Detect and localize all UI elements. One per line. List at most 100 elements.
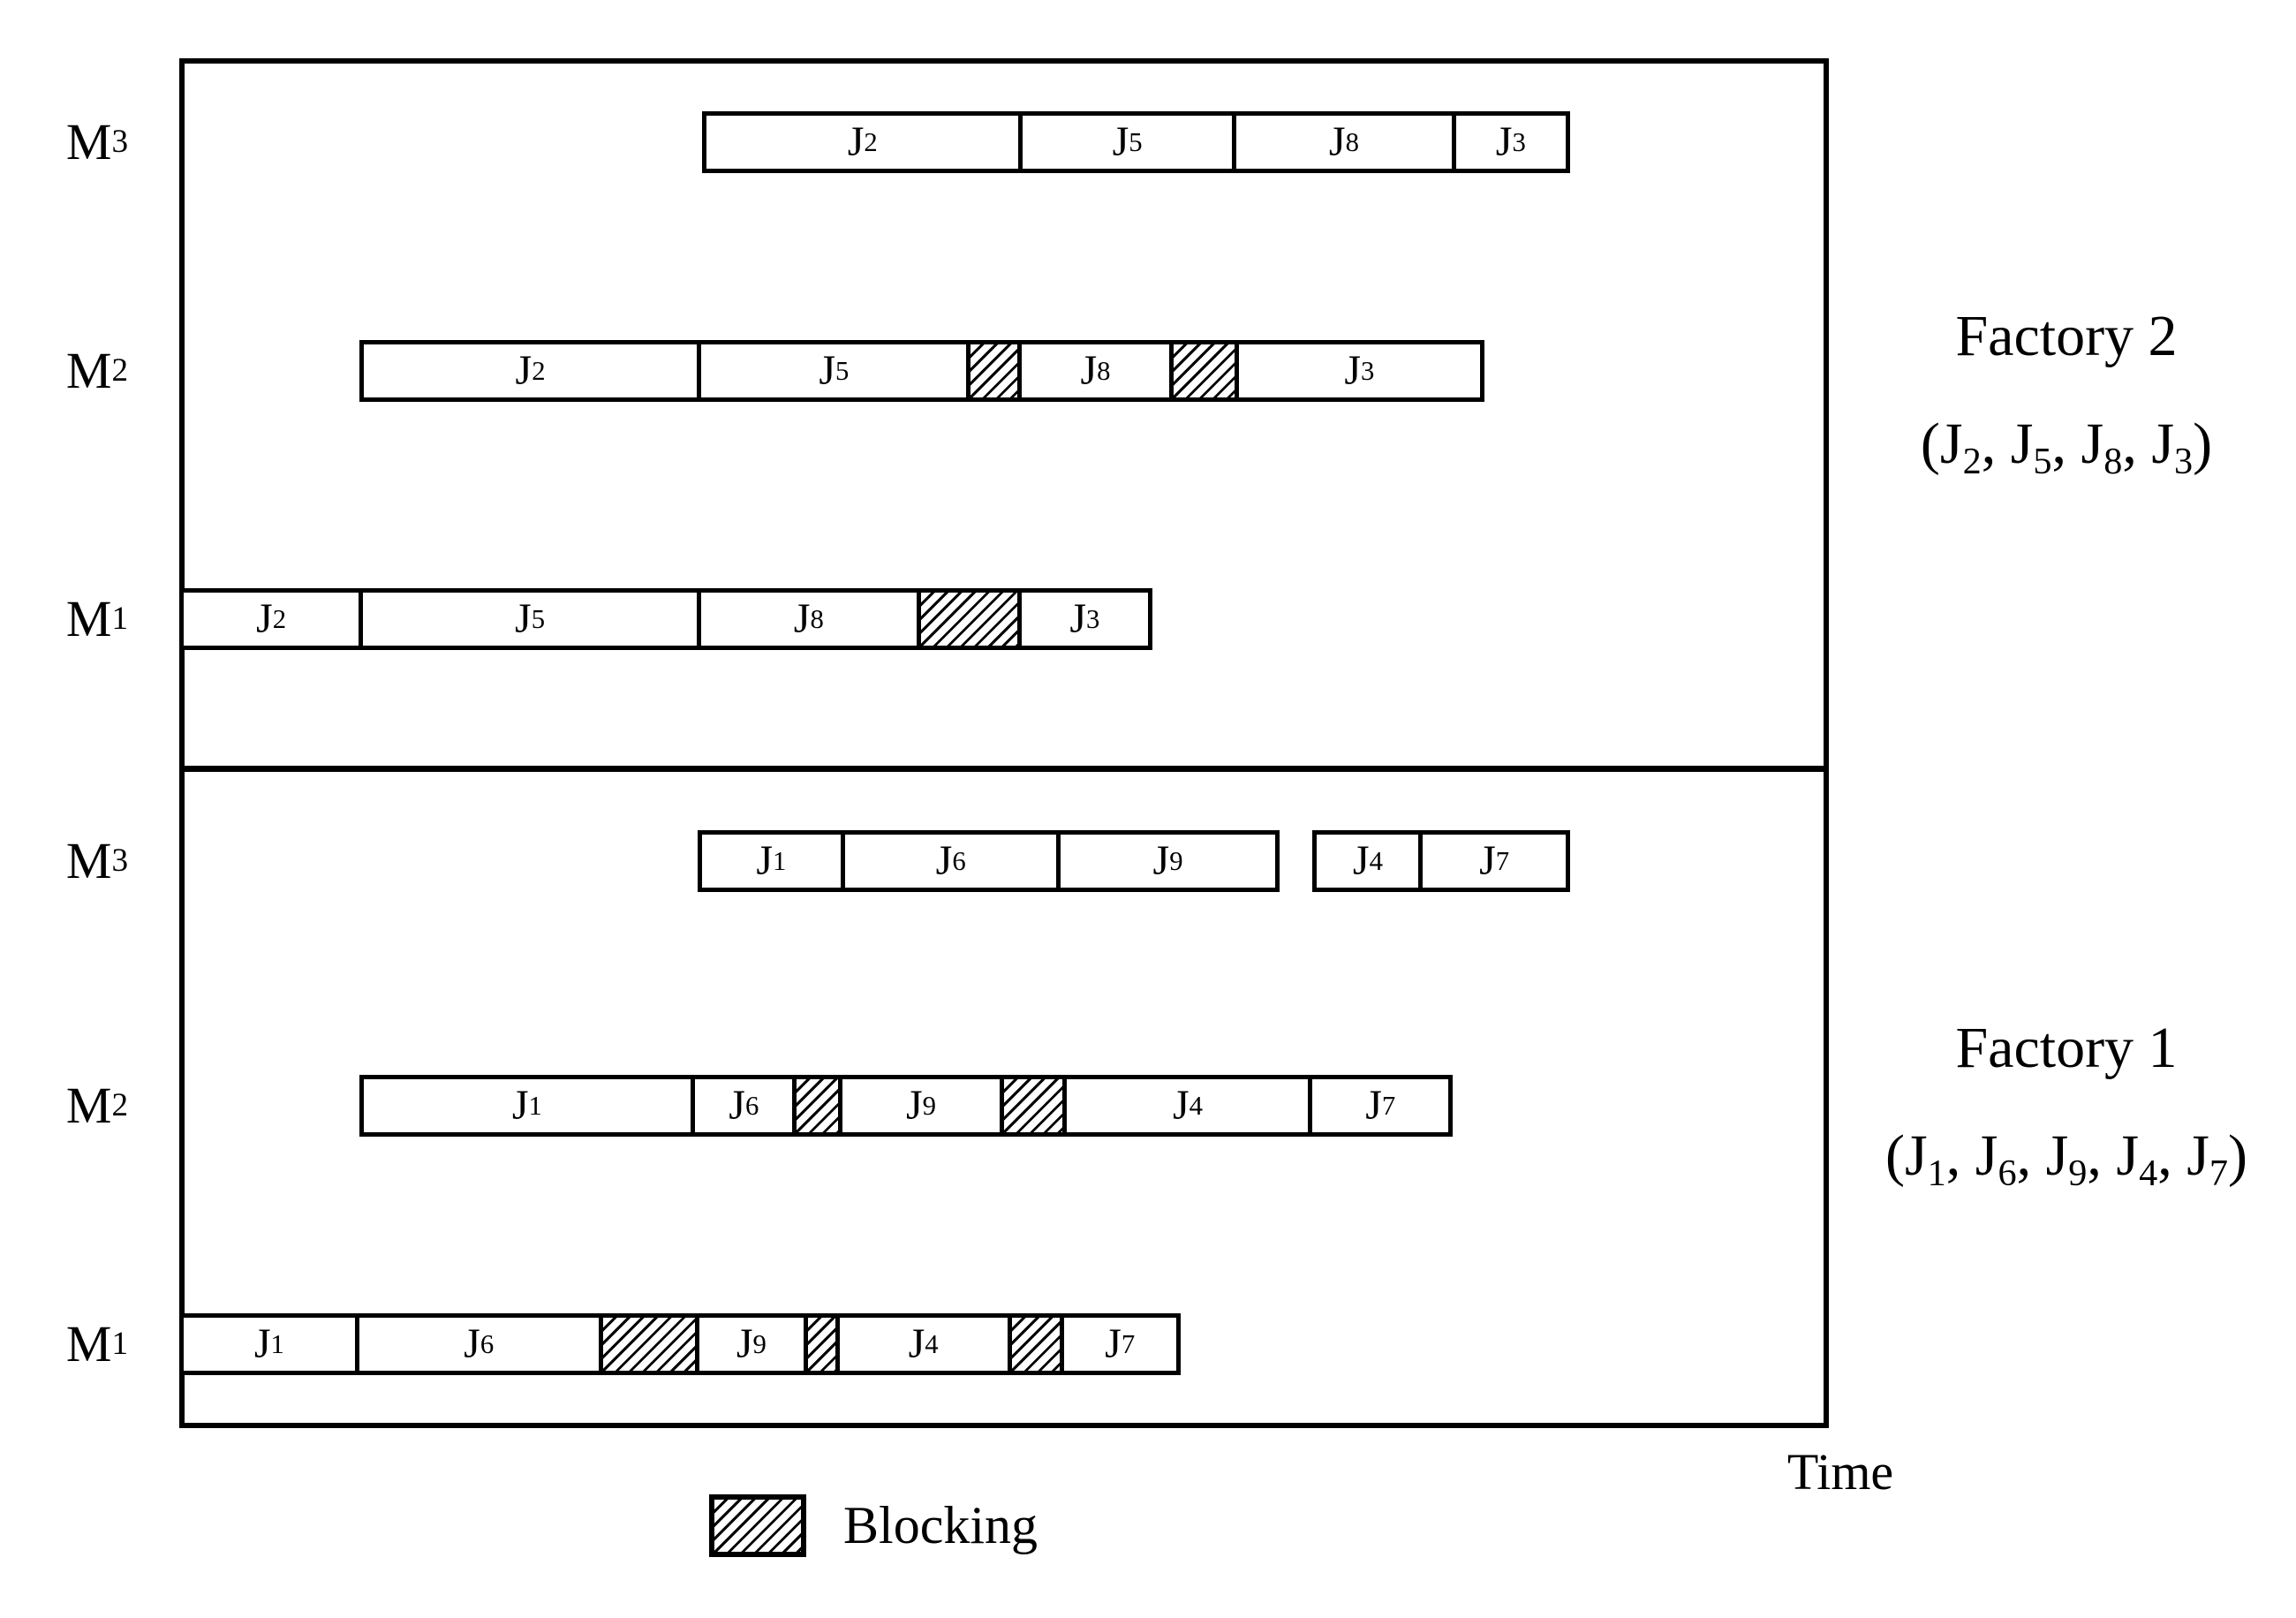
label-base: J — [1495, 118, 1513, 165]
blocking-segment — [920, 593, 1022, 646]
label-base: J — [1112, 118, 1129, 165]
label-subscript: 2 — [111, 352, 129, 389]
label-subscript: 5 — [1129, 126, 1143, 157]
sequence-subscript: 6 — [1998, 1152, 2017, 1194]
factory-title: Factory 2 — [1955, 304, 2178, 368]
label-base: J — [515, 595, 532, 642]
label-subscript: 5 — [835, 355, 850, 386]
label-base: J — [1365, 1082, 1382, 1129]
chart-outer-box — [179, 58, 1829, 1428]
blocking-segment — [1003, 1079, 1068, 1132]
label-base: J — [756, 837, 773, 884]
label-subscript: 1 — [528, 1090, 542, 1121]
label-base: J — [1344, 347, 1361, 394]
label-base: J — [256, 595, 273, 642]
label-base: J — [464, 1320, 480, 1367]
blocking-segment — [797, 1079, 843, 1132]
sequence-subscript: 1 — [1927, 1152, 1946, 1194]
factory-sequence: (J2, J5, J8, J3) — [1837, 390, 2296, 516]
label-base: J — [736, 1320, 753, 1367]
legend-label: Blocking — [843, 1496, 1038, 1554]
sequence-text: ) — [2193, 412, 2213, 476]
label-subscript: 4 — [1189, 1090, 1203, 1121]
label-base: J — [515, 347, 532, 394]
label-base: J — [1069, 595, 1086, 642]
blocking-segment — [1174, 344, 1240, 397]
sequence-subscript: 8 — [2103, 440, 2123, 482]
label-base: J — [729, 1082, 745, 1129]
factory-title: Factory 1 — [1955, 1016, 2178, 1080]
label-base: J — [1172, 1082, 1190, 1129]
label-base: J — [1479, 837, 1496, 884]
label-base: J — [1105, 1320, 1122, 1367]
label-subscript: 3 — [1512, 126, 1526, 157]
label-subscript: 6 — [480, 1328, 495, 1359]
label-base: M — [65, 342, 112, 399]
label-subscript: 9 — [1169, 845, 1183, 876]
label-base: M — [65, 113, 112, 170]
sequence-text: , J — [2157, 1123, 2209, 1188]
label-base: J — [253, 1320, 271, 1367]
sequence-subscript: 4 — [2139, 1152, 2158, 1194]
blocking-segment — [602, 1318, 699, 1371]
sequence-text: , J — [2016, 1123, 2069, 1188]
label-subscript: 9 — [752, 1328, 767, 1359]
blocking-segment — [971, 344, 1022, 397]
sequence-text: (J — [1884, 1123, 1928, 1188]
factory-divider-line — [179, 766, 1829, 772]
factory-sequence: (J1, J6, J9, J4, J7) — [1837, 1102, 2296, 1228]
label-subscript: 2 — [532, 355, 546, 386]
sequence-subscript: 5 — [2033, 440, 2052, 482]
time-axis-label: Time — [1786, 1442, 1894, 1501]
label-base: J — [1328, 118, 1346, 165]
label-base: J — [908, 1320, 925, 1367]
sequence-text: ) — [2228, 1123, 2248, 1188]
label-subscript: 1 — [773, 845, 787, 876]
label-base: J — [1080, 347, 1098, 394]
label-base: J — [511, 1082, 529, 1129]
blocking-segment — [808, 1318, 840, 1371]
label-base: M — [65, 1077, 112, 1134]
label-subscript: 4 — [1369, 845, 1383, 876]
label-subscript: 2 — [272, 603, 287, 634]
label-base: J — [819, 347, 836, 394]
label-subscript: 4 — [925, 1328, 939, 1359]
label-subscript: 2 — [111, 1087, 129, 1124]
label-subscript: 7 — [1495, 845, 1510, 876]
label-subscript: 3 — [1361, 355, 1375, 386]
factory-1-annotation: Factory 1 (J1, J6, J9, J4, J7) — [1837, 994, 2296, 1228]
sequence-subscript: 3 — [2174, 440, 2194, 482]
label-base: J — [905, 1082, 923, 1129]
blocking-hatch-swatch — [709, 1494, 806, 1557]
label-base: J — [935, 837, 953, 884]
label-subscript: 6 — [744, 1090, 759, 1121]
label-subscript: 1 — [111, 601, 129, 638]
